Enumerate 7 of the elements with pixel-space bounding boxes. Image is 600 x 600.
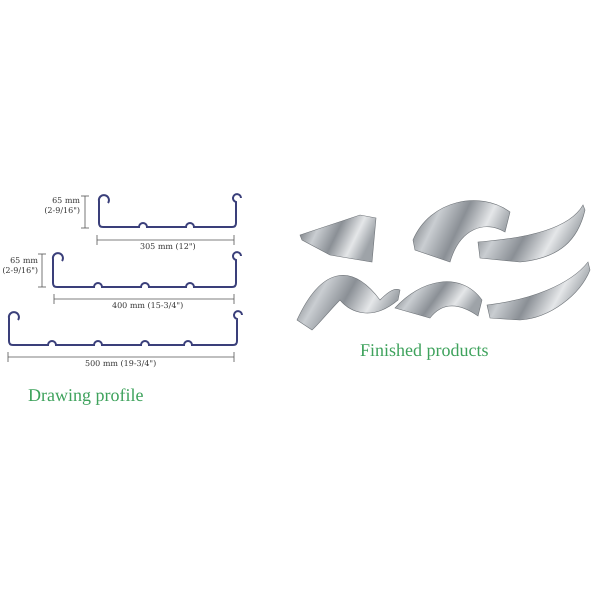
dimension-label: 400 mm (15-3/4") xyxy=(112,301,184,311)
dimension-label: 500 mm (19-3/4") xyxy=(85,359,156,369)
dimension-label: 305 mm (12") xyxy=(140,242,196,252)
dimension-label: 65 mm (2-9/16") xyxy=(44,196,80,216)
caption: Drawing profile xyxy=(28,385,144,406)
dimension-label: 65 mm (2-9/16") xyxy=(2,256,38,276)
caption: Finished products xyxy=(360,340,488,361)
